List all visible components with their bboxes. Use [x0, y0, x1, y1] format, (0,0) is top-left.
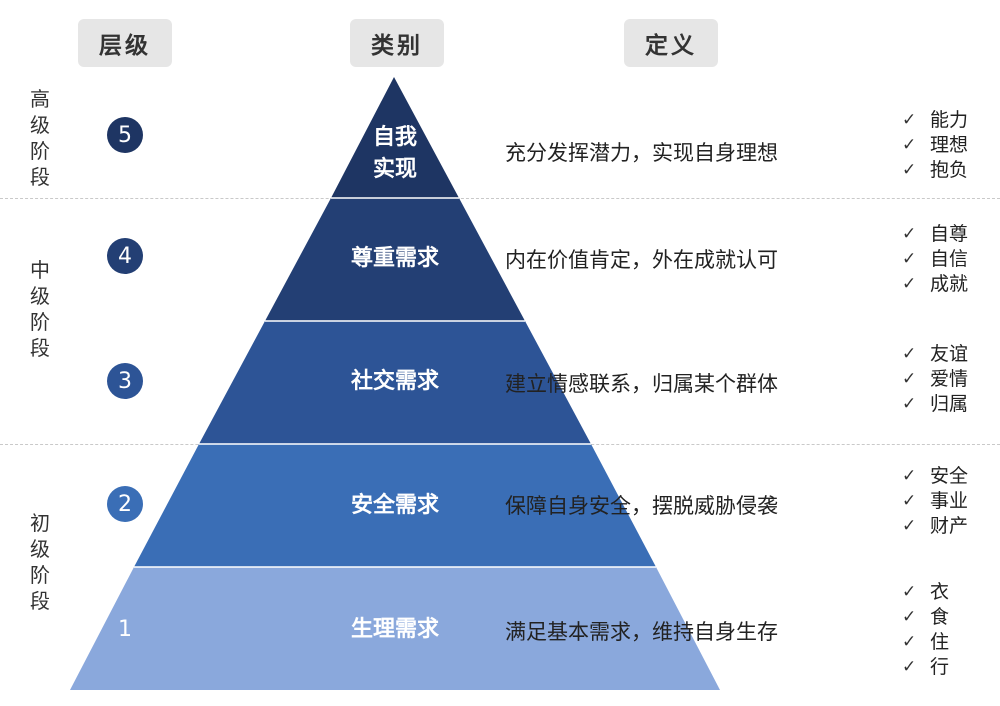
examples-list-5: ✓ 能力 ✓ 理想 ✓ 抱负	[902, 108, 1000, 183]
check-icon: ✓	[902, 160, 917, 180]
definition-text-5: 充分发挥潜力，实现自身理想	[505, 141, 778, 165]
definition-text-2: 保障自身安全，摆脱威胁侵袭	[505, 494, 778, 518]
example-item: ✓ 财产	[902, 514, 1000, 539]
definition-text-1: 满足基本需求，维持自身生存	[505, 620, 778, 644]
check-icon: ✓	[902, 249, 917, 269]
examples-list-4: ✓ 自尊 ✓ 自信 ✓ 成就	[902, 222, 1000, 297]
level-number-5: 5	[107, 117, 143, 153]
example-item-label: 住	[930, 631, 950, 653]
check-icon: ✓	[902, 466, 917, 486]
check-icon: ✓	[902, 274, 917, 294]
examples-list-3: ✓ 友谊 ✓ 爱情 ✓ 归属	[902, 342, 1000, 417]
pyramid-tier-5	[331, 77, 459, 198]
check-icon: ✓	[902, 135, 917, 155]
pyramid-tier-4	[265, 198, 525, 321]
example-item: ✓行	[902, 655, 1000, 680]
header-definition: 定义	[624, 19, 718, 67]
example-item-label: 事业	[930, 490, 969, 512]
example-item-label: 自信	[930, 248, 969, 270]
example-item: ✓ 成就	[902, 272, 1000, 297]
example-item-label: 自尊	[930, 223, 969, 245]
example-item-label: 能力	[930, 109, 969, 131]
level-number-4: 4	[107, 238, 143, 274]
example-item: ✓ 安全	[902, 464, 1000, 489]
check-icon: ✓	[902, 369, 917, 389]
example-item: ✓ 能力	[902, 108, 1000, 133]
check-icon: ✓	[902, 110, 917, 130]
example-item: ✓食	[902, 605, 1000, 630]
example-item: ✓ 归属	[902, 392, 1000, 417]
example-item: ✓ 抱负	[902, 158, 1000, 183]
level-number-1: 1	[107, 611, 143, 647]
stage-separator-high-mid	[0, 198, 1000, 199]
header-level: 层级	[78, 19, 172, 67]
example-item-label: 行	[930, 656, 950, 678]
example-item: ✓ 理想	[902, 133, 1000, 158]
check-icon: ✓	[902, 224, 917, 244]
stage-label-high: 高 级 阶 段	[30, 87, 50, 189]
example-item: ✓ 事业	[902, 489, 1000, 514]
category-label-2: 安全需求	[350, 493, 439, 518]
category-label-3: 社交需求	[350, 369, 439, 394]
definition-text-4: 内在价值肯定，外在成就认可	[505, 248, 778, 272]
definition-text-3: 建立情感联系，归属某个群体	[505, 372, 778, 396]
stage-label-mid: 中 级 阶 段	[30, 258, 50, 360]
example-item-label: 食	[930, 606, 950, 628]
example-item: ✓住	[902, 630, 1000, 655]
check-icon: ✓	[902, 491, 917, 511]
examples-list-1: ✓衣✓食✓住✓行	[902, 580, 1000, 680]
check-icon: ✓	[902, 582, 917, 602]
check-icon: ✓	[902, 516, 917, 536]
category-label-4: 尊重需求	[350, 246, 439, 271]
header-category: 类别	[350, 19, 444, 67]
category-label-1: 生理需求	[350, 617, 439, 642]
example-item-label: 安全	[930, 465, 969, 487]
pyramid-tier-1	[70, 567, 720, 690]
example-item-label: 归属	[930, 393, 969, 415]
example-item-label: 财产	[930, 515, 969, 537]
example-item-label: 衣	[930, 581, 950, 603]
example-item-label: 理想	[930, 134, 969, 156]
example-item: ✓ 自尊	[902, 222, 1000, 247]
check-icon: ✓	[902, 607, 917, 627]
example-item: ✓ 爱情	[902, 367, 1000, 392]
example-item-label: 成就	[930, 273, 969, 295]
examples-list-2: ✓ 安全 ✓ 事业 ✓ 财产	[902, 464, 1000, 539]
example-item: ✓ 自信	[902, 247, 1000, 272]
check-icon: ✓	[902, 344, 917, 364]
example-item-label: 抱负	[930, 159, 969, 181]
pyramid-tier-3	[199, 321, 591, 444]
example-item: ✓衣	[902, 580, 1000, 605]
pyramid-tier-2	[134, 444, 656, 567]
example-item-label: 友谊	[930, 343, 969, 365]
category-label-5: 自我 实现	[372, 125, 417, 182]
level-number-3: 3	[107, 363, 143, 399]
check-icon: ✓	[902, 657, 917, 677]
stage-label-low: 初 级 阶 段	[30, 511, 50, 613]
check-icon: ✓	[902, 394, 917, 414]
example-item: ✓ 友谊	[902, 342, 1000, 367]
example-item-label: 爱情	[930, 368, 969, 390]
check-icon: ✓	[902, 632, 917, 652]
level-number-2: 2	[107, 486, 143, 522]
